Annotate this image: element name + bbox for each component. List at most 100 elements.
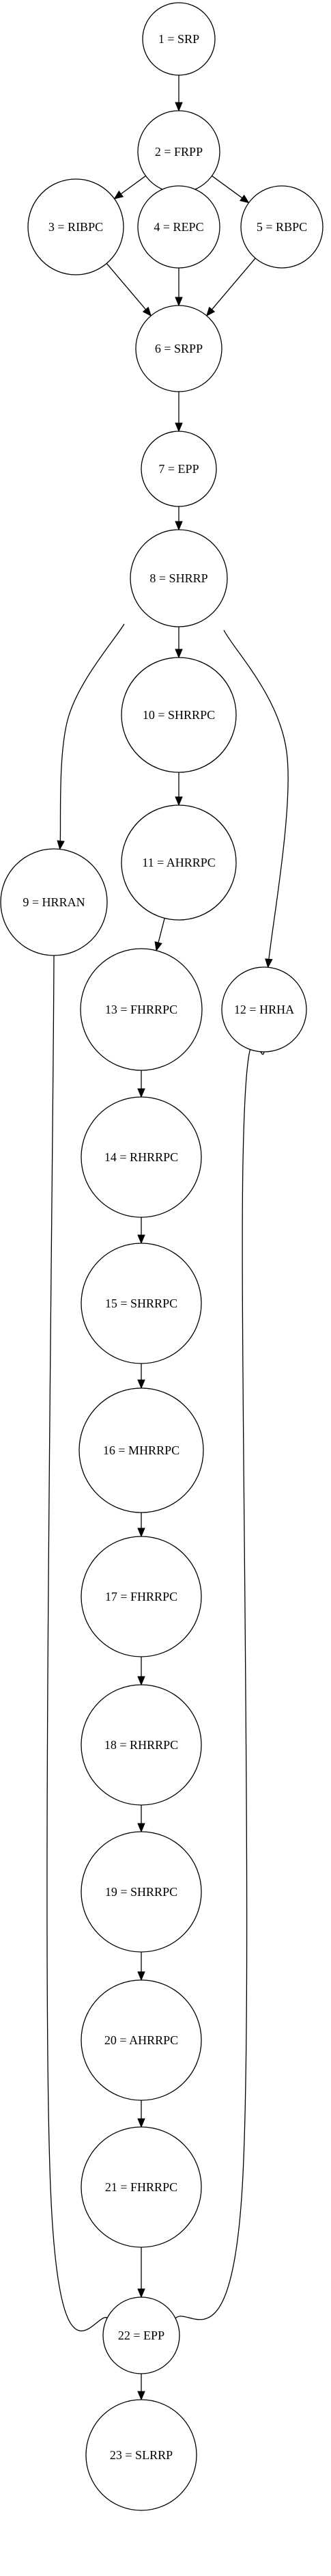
node-18: 18 = RHRRPC xyxy=(81,1684,202,1806)
node-label: 20 = AHRRPC xyxy=(104,2033,178,2047)
node-circle xyxy=(81,1831,202,1953)
arrowhead-icon xyxy=(154,941,162,952)
edge-line xyxy=(46,955,113,2331)
edge-line xyxy=(169,1042,265,2331)
node-label: 3 = RIBPC xyxy=(48,220,103,234)
edge-line xyxy=(210,258,256,311)
arrowhead-icon xyxy=(175,796,183,806)
node-circle xyxy=(0,848,108,956)
node-circle xyxy=(81,1979,202,2101)
node-label: 17 = FHRRPC xyxy=(105,1590,177,1603)
edge-21-to-22 xyxy=(137,2247,145,2299)
arrowhead-icon xyxy=(175,649,183,659)
edge-19-to-20 xyxy=(137,1952,145,1981)
node-19: 19 = SHRRPC xyxy=(81,1831,202,1953)
node-circle xyxy=(27,178,124,275)
edge-7-to-8 xyxy=(175,506,183,531)
edge-12-to-22 xyxy=(167,1042,265,2331)
node-circle xyxy=(137,185,220,269)
node-12: 12 = HRHA xyxy=(221,966,307,1053)
edge-line xyxy=(212,175,244,200)
node-4: 4 = REPC xyxy=(137,185,220,269)
node-circle xyxy=(130,529,228,627)
node-13: 13 = FHRRPC xyxy=(80,948,203,1071)
node-label: 21 = FHRRPC xyxy=(105,2180,177,2194)
node-circle xyxy=(240,185,323,269)
node-label: 2 = FRPP xyxy=(155,145,203,159)
node-15: 15 = SHRRPC xyxy=(81,1243,202,1364)
edge-8-to-10 xyxy=(175,627,183,659)
arrowhead-icon xyxy=(205,306,216,317)
edge-6-to-7 xyxy=(175,392,183,433)
arrowhead-icon xyxy=(137,1823,145,1833)
arrowhead-icon xyxy=(57,840,65,850)
node-22: 22 = EPP xyxy=(102,2296,180,2374)
node-circle xyxy=(221,966,307,1053)
node-label: 15 = SHRRPC xyxy=(105,1297,177,1310)
node-circle xyxy=(121,657,237,773)
edge-line xyxy=(106,262,147,311)
edge-15-to-16 xyxy=(137,1364,145,1389)
node-14: 14 = RHRRPC xyxy=(81,1096,202,1218)
nodes-layer: 1 = SRP 2 = FRPP 3 = RIBPC 4 = REPC 5 = RBPC… xyxy=(0,2,323,2511)
edge-3-to-6 xyxy=(106,262,152,317)
node-label: 4 = REPC xyxy=(154,220,203,234)
edge-line xyxy=(223,629,289,982)
edge-17-to-18 xyxy=(137,1657,145,1686)
node-2: 2 = FRPP xyxy=(137,110,220,193)
edge-line xyxy=(119,175,146,195)
arrowhead-icon xyxy=(137,1379,145,1389)
arrowhead-icon xyxy=(175,422,183,433)
node-9: 9 = HRRAN xyxy=(0,848,108,956)
arrowhead-icon xyxy=(137,1528,145,1538)
arrowhead-icon xyxy=(175,297,183,307)
node-circle xyxy=(81,1536,202,1657)
node-21: 21 = FHRRPC xyxy=(81,2126,202,2248)
node-label: 19 = SHRRPC xyxy=(105,1885,177,1899)
node-5: 5 = RBPC xyxy=(240,185,323,269)
edge-8-to-9 xyxy=(57,623,125,858)
arrowhead-icon xyxy=(137,1676,145,1686)
arrowhead-icon xyxy=(265,958,273,968)
node-label: 12 = HRHA xyxy=(234,1003,294,1016)
node-16: 16 = MHRRPC xyxy=(78,1387,204,1513)
node-3: 3 = RIBPC xyxy=(27,178,124,275)
edge-20-to-21 xyxy=(137,2100,145,2128)
node-circle xyxy=(80,948,203,1071)
arrowhead-icon xyxy=(137,2118,145,2128)
edge-1-to-2 xyxy=(175,75,183,112)
node-circle xyxy=(142,2,216,76)
node-11: 11 = AHRRPC xyxy=(121,804,237,921)
node-8: 8 = SHRRP xyxy=(130,529,228,627)
edge-22-to-23 xyxy=(137,2374,145,2401)
edge-10-to-11 xyxy=(175,772,183,806)
node-circle xyxy=(121,804,237,921)
node-label: 22 = EPP xyxy=(118,2329,164,2342)
node-label: 14 = RHRRPC xyxy=(104,1150,178,1164)
node-circle xyxy=(102,2296,180,2374)
edge-11-to-13 xyxy=(154,918,165,952)
node-circle xyxy=(85,2399,197,2511)
node-7: 7 = EPP xyxy=(141,431,217,507)
node-label: 8 = SHRRP xyxy=(149,571,207,585)
arrowhead-icon xyxy=(240,194,250,204)
node-label: 11 = AHRRPC xyxy=(142,856,216,869)
node-1: 1 = SRP xyxy=(142,2,216,76)
edge-4-to-6 xyxy=(175,268,183,307)
edge-5-to-6 xyxy=(205,258,256,317)
edge-13-to-14 xyxy=(137,1070,145,1098)
node-label: 10 = SHRRPC xyxy=(143,708,215,722)
edge-line xyxy=(59,623,125,858)
arrowhead-icon xyxy=(137,2391,145,2401)
node-circle xyxy=(81,2126,202,2248)
node-20: 20 = AHRRPC xyxy=(81,1979,202,2101)
node-circle xyxy=(81,1096,202,1218)
edge-14-to-15 xyxy=(137,1217,145,1245)
node-10: 10 = SHRRPC xyxy=(121,657,237,773)
arrowhead-icon xyxy=(175,521,183,531)
node-6: 6 = SRPP xyxy=(135,305,222,392)
node-23: 23 = SLRRP xyxy=(85,2399,197,2511)
node-label: 18 = RHRRPC xyxy=(104,1738,178,1752)
node-label: 6 = SRPP xyxy=(155,342,203,355)
